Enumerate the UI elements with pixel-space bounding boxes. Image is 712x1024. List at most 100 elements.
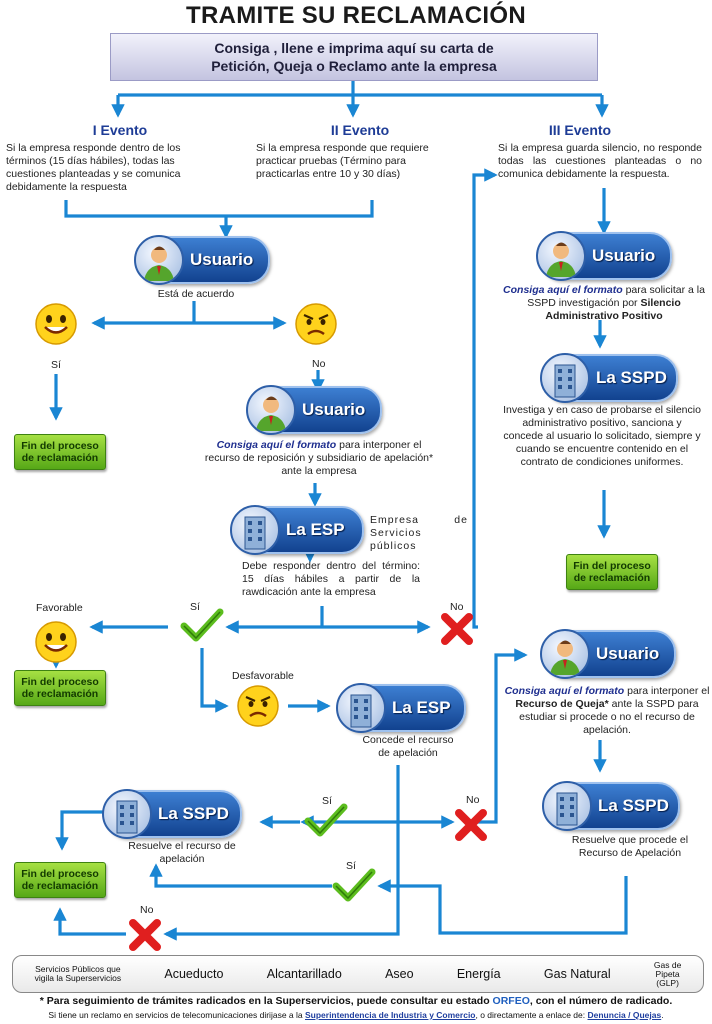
usuario-badge-2: Usuario bbox=[246, 385, 382, 435]
si-label-1: Sí bbox=[51, 359, 61, 371]
consiga-formato-link-3[interactable]: Consiga aquí el formato bbox=[504, 685, 625, 697]
denuncia-quejas-link[interactable]: Denuncia / Quejas bbox=[587, 1010, 662, 1020]
page-title: TRAMITE SU RECLAMACIÓN bbox=[186, 2, 526, 29]
esta-de-acuerdo-label: Está de acuerdo bbox=[157, 288, 235, 300]
si-label-4: Sí bbox=[346, 860, 356, 872]
banner-line-1: Consiga , llene e imprima aquí su carta … bbox=[214, 40, 494, 56]
service-gas-natural: Gas Natural bbox=[543, 967, 611, 981]
usuario-label: Usuario bbox=[302, 400, 366, 419]
happy-face-icon bbox=[35, 621, 77, 663]
check-icon bbox=[332, 868, 376, 902]
sic-link[interactable]: Superintendencia de Industria y Comercio bbox=[304, 1010, 476, 1020]
empresa-servicios-text: Empresa de Servicios públicos bbox=[370, 514, 468, 552]
sspd-solicitar-rest: para solicitar a la SSPD investigación p… bbox=[527, 284, 705, 309]
service-acueducto: Acueducto bbox=[164, 967, 224, 981]
footer-2-part-1: Si tiene un reclamo en servicios de tele… bbox=[48, 1010, 305, 1020]
user-avatar-icon bbox=[246, 385, 296, 435]
building-icon bbox=[540, 353, 590, 403]
footer-2-part-2: , o directamente a enlace de: bbox=[475, 1010, 588, 1020]
fin-line-1: Fin del proceso bbox=[21, 440, 99, 452]
no-label-2: No bbox=[450, 601, 464, 613]
check-icon bbox=[180, 608, 224, 642]
orfeo-link[interactable]: ORFEO bbox=[492, 995, 530, 1007]
sspd-badge-2: La SSPD bbox=[542, 781, 680, 831]
fin-line-2: de reclamación bbox=[21, 452, 99, 464]
vigila-line-2: vigila la Superservicios bbox=[34, 973, 122, 983]
favorable-label: Favorable bbox=[36, 602, 83, 614]
footer-telecom-note: Si tiene un reclamo en servicios de tele… bbox=[0, 1010, 712, 1020]
user-avatar-icon bbox=[134, 235, 184, 285]
event-3-text: Si la empresa guarda silencio, no respon… bbox=[498, 142, 702, 180]
footer-1-part-1: * Para seguimiento de trámites radicados… bbox=[39, 995, 493, 1007]
gas-line-2: Pipeta bbox=[655, 968, 680, 979]
sspd-badge-3: La SSPD bbox=[102, 789, 242, 839]
esp-label: La ESP bbox=[286, 520, 345, 539]
fin-line-2: de reclamación bbox=[21, 880, 99, 892]
fin-line-1: Fin del proceso bbox=[21, 676, 99, 688]
banner-line-2: Petición, Queja o Reclamo ante la empres… bbox=[211, 58, 497, 74]
queja-part-1: para interponer el bbox=[624, 685, 710, 697]
service-energia: Energía bbox=[456, 967, 501, 981]
esp-badge-2: La ESP bbox=[336, 683, 466, 733]
building-icon bbox=[336, 683, 386, 733]
event-3-title: III Evento bbox=[548, 122, 612, 138]
si-label-2: Sí bbox=[190, 601, 200, 613]
usuario-badge-4: Usuario bbox=[540, 629, 676, 679]
queja-part-2: ante la SSPD para estudiar si procede o … bbox=[519, 698, 699, 736]
cross-icon bbox=[441, 613, 473, 645]
investiga-text: Investiga y en caso de probarse el silen… bbox=[503, 404, 701, 468]
carta-peticion-banner[interactable]: Consiga , llene e imprima aquí su carta … bbox=[110, 33, 598, 81]
footer-orfeo-note: * Para seguimiento de trámites radicados… bbox=[0, 995, 712, 1007]
footer-1-part-2: , con el número de radicado. bbox=[529, 995, 673, 1007]
happy-face-icon bbox=[35, 303, 77, 345]
sspd-label: La SSPD bbox=[596, 368, 667, 387]
event-2-text: Si la empresa responde que requiere prac… bbox=[256, 142, 429, 180]
check-icon bbox=[304, 803, 348, 837]
sspd-badge-1: La SSPD bbox=[540, 353, 678, 403]
vigila-line-1: Servicios Públicos que bbox=[35, 964, 121, 974]
si-label-3: Sí bbox=[322, 795, 332, 807]
angry-face-icon bbox=[237, 685, 279, 727]
event-2-title: II Evento bbox=[330, 122, 390, 138]
fin-line-2: de reclamación bbox=[21, 688, 99, 700]
usuario-label: Usuario bbox=[592, 246, 656, 265]
sspd-label: La SSPD bbox=[598, 796, 669, 815]
service-alcantarillado: Alcantarillado bbox=[266, 967, 342, 981]
reposicion-rest: para interponer el recurso de reposición… bbox=[204, 439, 434, 477]
footer-2-part-3: . bbox=[661, 1010, 664, 1020]
silencio-bold: Silencio Administrativo Positivo bbox=[545, 297, 681, 322]
no-label-3: No bbox=[466, 794, 480, 806]
usuario-label: Usuario bbox=[596, 644, 660, 663]
usuario-badge-1: Usuario bbox=[134, 235, 270, 285]
user-avatar-icon bbox=[536, 231, 586, 281]
fin-line-1: Fin del proceso bbox=[573, 560, 651, 572]
angry-face-icon bbox=[295, 303, 337, 345]
debe-responder-text: Debe responder dentro del término: 15 dí… bbox=[242, 560, 420, 598]
event-1-title: I Evento bbox=[92, 122, 148, 138]
sspd-label: La SSPD bbox=[158, 804, 229, 823]
consiga-formato-link-1[interactable]: Consiga aquí el formato bbox=[216, 439, 337, 451]
no-label-1: No bbox=[312, 358, 326, 370]
esp-label: La ESP bbox=[392, 698, 451, 717]
resuelve-procede-text: Resuelve que procede el Recurso de Apela… bbox=[571, 834, 689, 859]
fin-line-1: Fin del proceso bbox=[21, 868, 99, 880]
queja-bold: Recurso de Queja* bbox=[515, 698, 609, 710]
resuelve-recurso-text: Resuelve el recurso de apelación bbox=[128, 840, 236, 865]
concede-recurso-text: Concede el recurso de apelación bbox=[362, 734, 454, 759]
esp-badge-1: La ESP bbox=[230, 505, 364, 555]
cross-icon bbox=[455, 809, 487, 841]
desfavorable-label: Desfavorable bbox=[232, 670, 294, 682]
no-label-4: No bbox=[140, 904, 154, 916]
cross-icon bbox=[129, 919, 161, 951]
event-1-text: Si la empresa responde dentro de los tér… bbox=[6, 142, 181, 193]
usuario-badge-3: Usuario bbox=[536, 231, 672, 281]
user-avatar-icon bbox=[540, 629, 590, 679]
consiga-formato-link-2[interactable]: Consiga aquí el formato bbox=[503, 284, 623, 296]
